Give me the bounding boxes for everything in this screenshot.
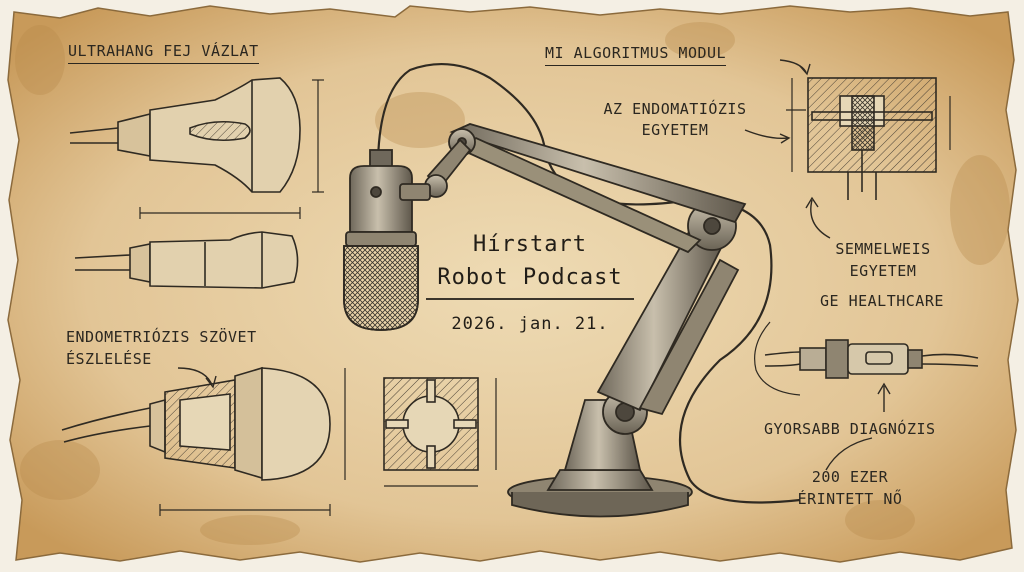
label-endometriozis-line-2: észlelése <box>66 350 152 368</box>
podcast-title-block: Hírstart Robot Podcast 2026. jan. 21. <box>420 228 640 341</box>
annotation-arrows <box>177 59 891 471</box>
algorithm-module-section <box>786 77 951 200</box>
label-erintett-line-1: 200 ezer <box>811 468 889 486</box>
robot-arm <box>424 123 747 518</box>
label-semmelweis-line-1: Semmelweis <box>835 240 931 258</box>
podcast-title-line-1: Hírstart <box>473 232 587 257</box>
label-ge-healthcare: GE Healthcare <box>820 292 944 310</box>
label-mi-algoritmus: MI algoritmus modul <box>545 44 727 66</box>
label-endometriozis-line-1: Endometriózis szövet <box>66 328 257 346</box>
label-semmelweis-line-2: egyetem <box>849 262 917 280</box>
paper-stains <box>15 22 1010 545</box>
label-gyorsabb-diagnozis: Gyorsabb diagnózis <box>764 420 936 438</box>
label-endomatiozis-line-2: egyetem <box>641 121 709 139</box>
podcast-title-line-2: Robot Podcast <box>437 265 623 290</box>
microphone <box>343 149 431 331</box>
label-erintett-line-2: érintett nő <box>797 490 903 508</box>
cross-section-block <box>383 377 497 487</box>
label-endomatiozis-line-1: Az endomatiózis <box>603 100 747 118</box>
probe-sketch-1 <box>69 77 324 219</box>
probe-sketch-2 <box>74 231 299 289</box>
cable-connector <box>754 321 979 396</box>
label-ultrahang: Ultrahang fej vázlat <box>68 42 259 64</box>
podcast-date: 2026. jan. 21. <box>451 313 609 334</box>
title-underline <box>426 298 634 300</box>
